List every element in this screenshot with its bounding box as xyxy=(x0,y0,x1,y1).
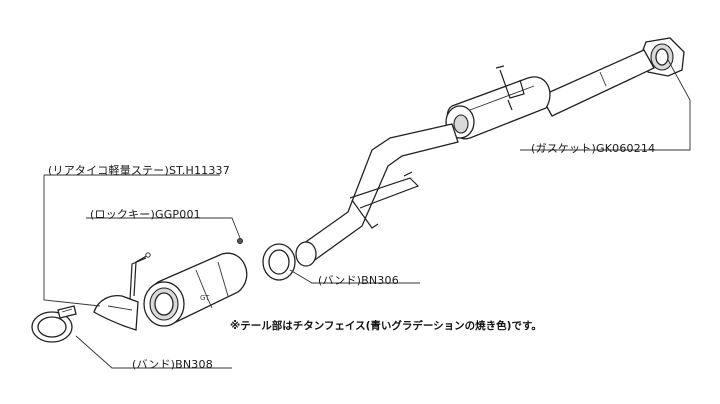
rear-stay xyxy=(129,252,151,301)
label-lock-key: (ロックキー)GGP001 xyxy=(90,208,201,221)
center-silencer xyxy=(445,76,551,140)
svg-text:GT: GT xyxy=(200,294,210,302)
label-rear-stay: (リアタイコ軽量ステー)ST.H11337 xyxy=(48,164,230,177)
label-band-bn306: (バンド)BN306 xyxy=(318,274,399,287)
mid-hanger xyxy=(349,171,420,229)
label-gasket: (ガスケット)GK060214 xyxy=(531,142,656,155)
center-hanger xyxy=(495,65,525,111)
mid-pipe xyxy=(295,123,459,267)
leader-lines xyxy=(43,59,691,369)
label-band-bn308: (バンド)BN308 xyxy=(132,358,213,371)
tail-finish-note: ※テール部はチタンフェイス(青いグラデーションの焼き色)です。 xyxy=(230,320,542,332)
front-pipe xyxy=(540,49,655,117)
rear-stay-plate xyxy=(93,294,139,331)
band-bn308-clamp xyxy=(31,305,77,343)
band-bn306-ring xyxy=(262,243,296,281)
lock-key-part xyxy=(236,237,243,244)
tail-tip xyxy=(143,281,185,327)
